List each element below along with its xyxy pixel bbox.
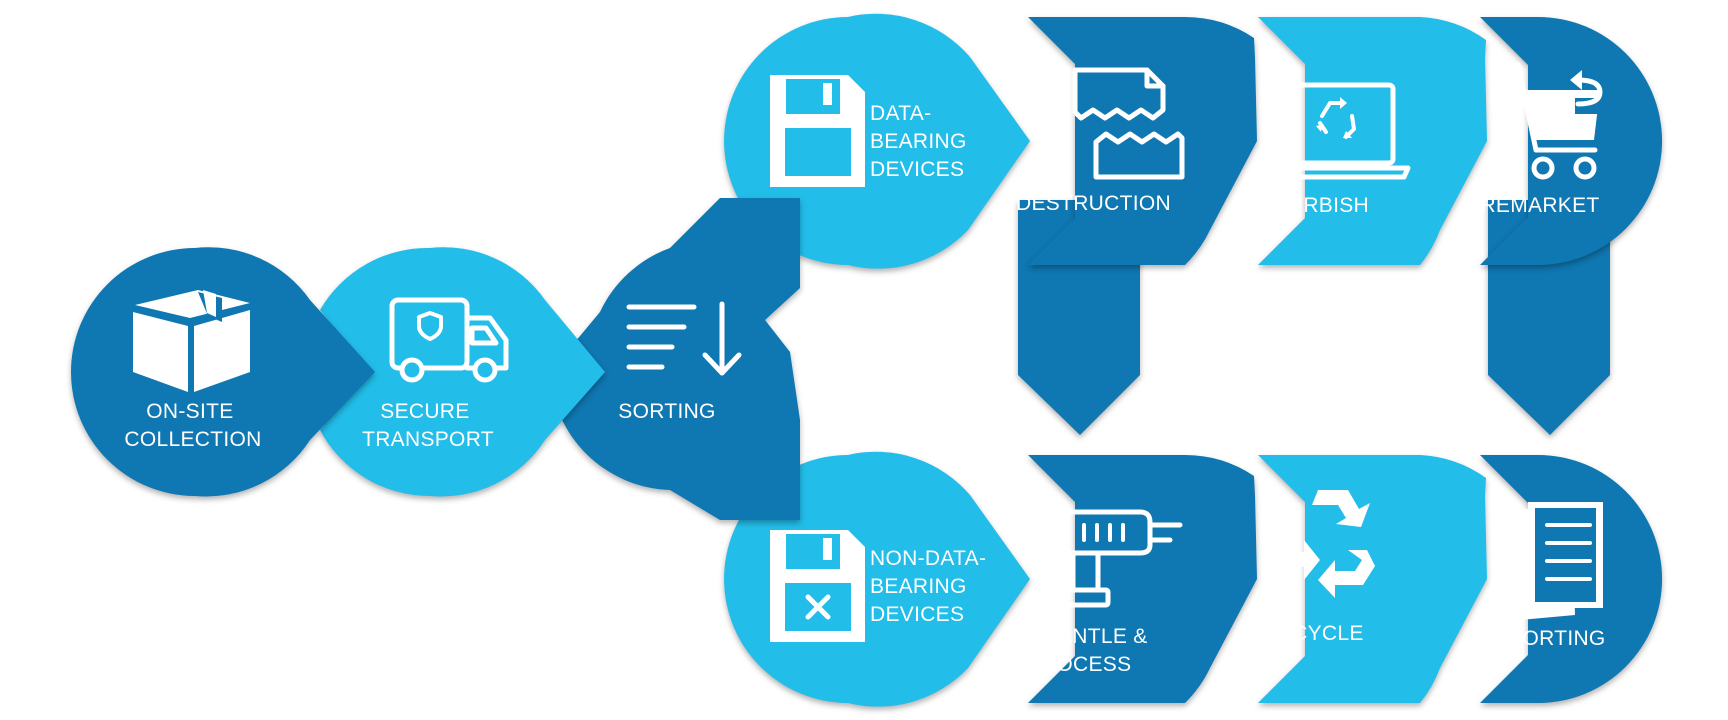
- laptop-recycle-icon: [1261, 82, 1411, 180]
- report-icon: [1513, 502, 1603, 620]
- step-sorting-label: SORTING: [618, 400, 715, 423]
- floppy-disk-x-icon: [770, 530, 865, 642]
- step-dismantle-node: [1028, 455, 1257, 703]
- step-databearing-label: DATA- BEARING DEVICES: [870, 102, 973, 181]
- truck-icon: [389, 297, 509, 383]
- step-nondatabearing-label: NON-DATA- BEARING DEVICES: [870, 547, 992, 626]
- step-sorting-node: [550, 198, 800, 520]
- step-remarket-node: [1480, 16, 1663, 265]
- step-destruction-label: DATA DESTRUCTION: [1016, 164, 1171, 215]
- step-recycle-node: [1258, 455, 1487, 703]
- step-recycle-label: RECYCLE: [1262, 622, 1363, 645]
- drill-icon: [1040, 509, 1183, 608]
- step-refurbish-label: REFURBISH: [1245, 194, 1369, 217]
- step-remarket-label: REMARKET: [1480, 194, 1599, 217]
- recycle-icon: [1275, 490, 1375, 598]
- sort-icon: [626, 301, 742, 376]
- step-nondatabearing-node: [724, 451, 1030, 707]
- box-icon: [133, 290, 250, 392]
- floppy-disk-icon: [770, 75, 865, 187]
- cart-return-icon: [1499, 62, 1612, 180]
- step-refurbish-node: [1258, 17, 1487, 265]
- step-onsite-label: ON-SITE COLLECTION: [124, 400, 261, 451]
- step-transport-label: SECURE TRANSPORT: [362, 400, 494, 451]
- shredded-document-icon: [1072, 67, 1185, 180]
- step-dismantle-label: DISMANTLE & PROCESS: [1004, 625, 1153, 676]
- step-reporting-label: REPORTING: [1478, 627, 1605, 650]
